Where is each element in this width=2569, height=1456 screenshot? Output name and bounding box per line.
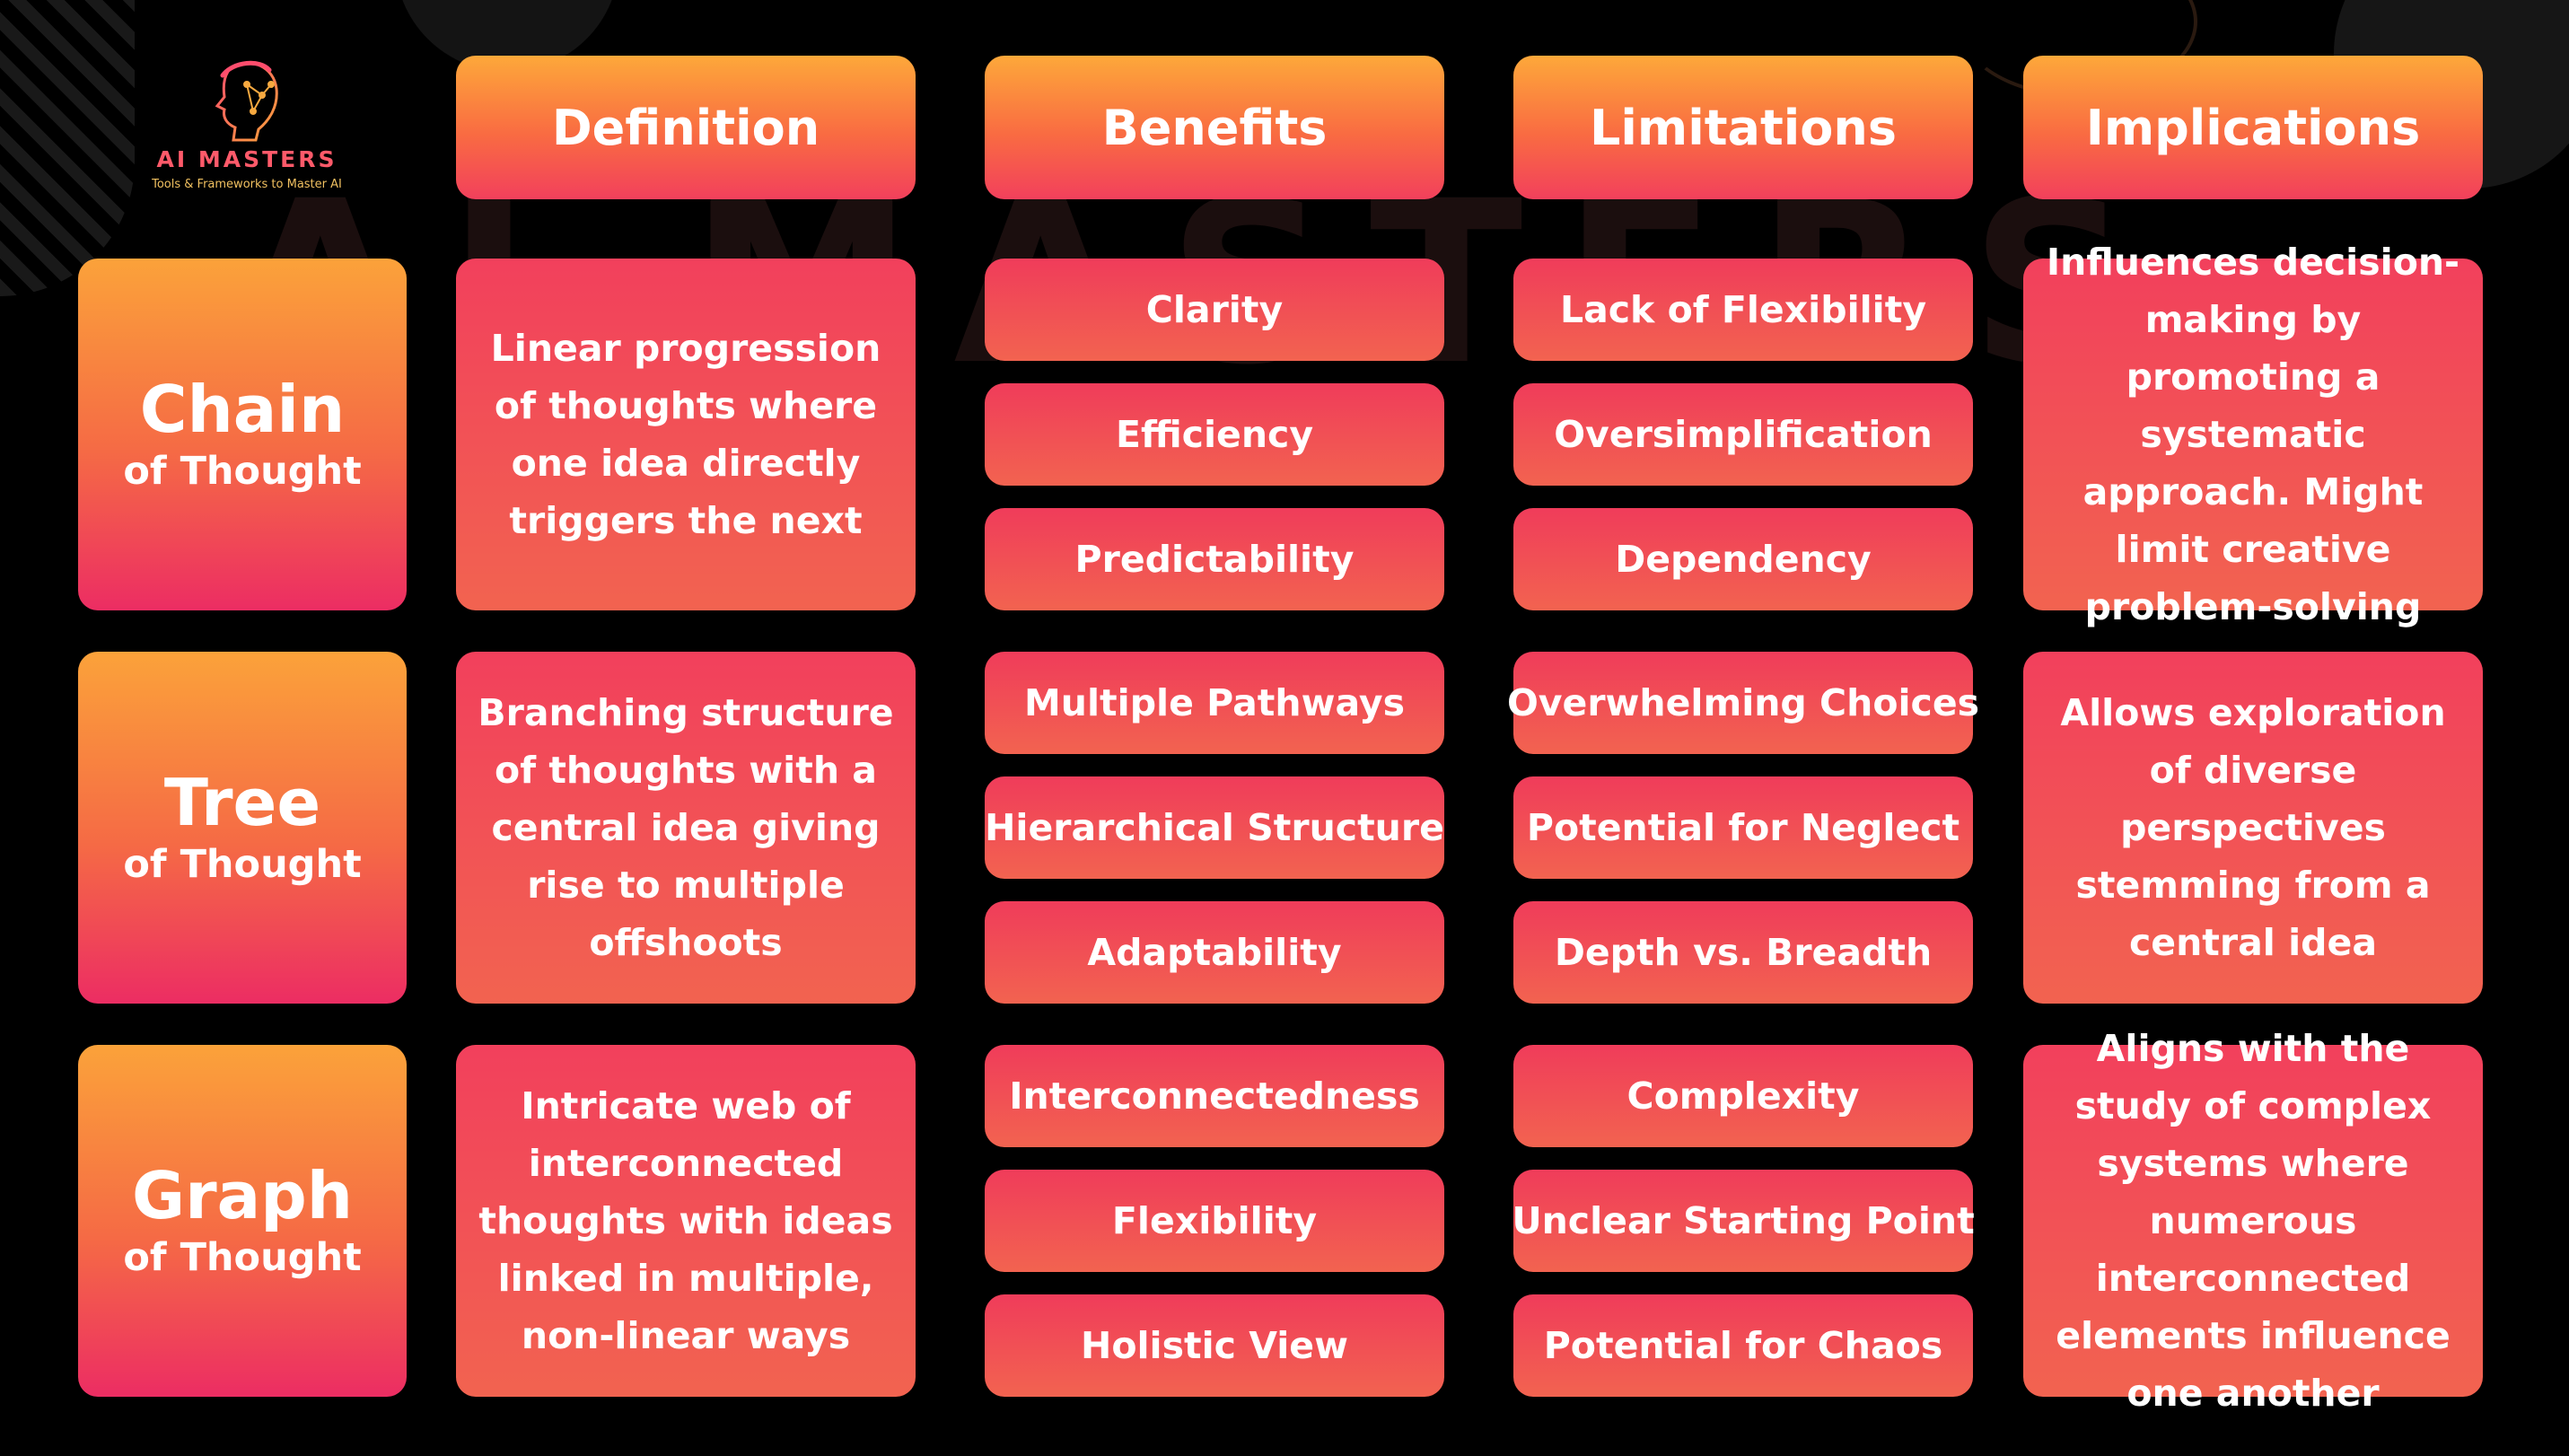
benefit-item: Multiple Pathways — [985, 652, 1444, 754]
column-header-implications: Implications — [2023, 56, 2483, 199]
row-subtitle: of Thought — [123, 1235, 362, 1280]
column-header-definition: Definition — [456, 56, 916, 199]
benefit-item: Adaptability — [985, 901, 1444, 1004]
brand-logo: AI MASTERS Tools & Frameworks to Master … — [144, 57, 350, 210]
limitation-item: Potential for Neglect — [1513, 776, 1973, 879]
row-subtitle: of Thought — [123, 449, 362, 494]
definition-cell: Linear progression of thoughts where one… — [456, 259, 916, 610]
implications-cell: Allows exploration of diverse perspectiv… — [2023, 652, 2483, 1004]
implications-cell: Influences decision-making by promoting … — [2023, 241, 2483, 628]
brand-name: AI MASTERS — [156, 146, 338, 172]
row-subtitle: of Thought — [123, 842, 362, 887]
ai-head-icon — [215, 60, 278, 142]
limitation-item: Overwhelming Choices — [1507, 652, 1979, 754]
definition-cell: Intricate web of interconnected thoughts… — [456, 1045, 916, 1397]
row-title: Graph — [132, 1158, 353, 1233]
row-title: Tree — [163, 765, 321, 840]
brand-tagline: Tools & Frameworks to Master AI — [152, 178, 342, 191]
benefit-item: Efficiency — [985, 383, 1444, 486]
row-header-tree: Tree of Thought — [78, 652, 407, 1004]
limitation-item: Potential for Chaos — [1513, 1294, 1973, 1397]
limitation-item: Lack of Flexibility — [1513, 259, 1973, 361]
benefit-item: Holistic View — [985, 1294, 1444, 1397]
benefit-item: Predictability — [985, 508, 1444, 610]
limitation-item: Complexity — [1513, 1045, 1973, 1147]
column-header-limitations: Limitations — [1513, 56, 1973, 199]
implications-cell: Aligns with the study of complex systems… — [2023, 1027, 2483, 1415]
benefit-item: Interconnectedness — [985, 1045, 1444, 1147]
row-header-graph: Graph of Thought — [78, 1045, 407, 1397]
benefit-item: Hierarchical Structure — [985, 776, 1444, 879]
row-header-chain: Chain of Thought — [78, 259, 407, 610]
limitation-item: Depth vs. Breadth — [1513, 901, 1973, 1004]
column-header-benefits: Benefits — [985, 56, 1444, 199]
background-stripes — [0, 0, 135, 296]
definition-cell: Branching structure of thoughts with a c… — [456, 652, 916, 1004]
limitation-item: Unclear Starting Point — [1512, 1170, 1975, 1272]
benefit-item: Clarity — [985, 259, 1444, 361]
limitation-item: Oversimplification — [1513, 383, 1973, 486]
row-title: Chain — [139, 372, 346, 447]
limitation-item: Dependency — [1513, 508, 1973, 610]
benefit-item: Flexibility — [985, 1170, 1444, 1272]
